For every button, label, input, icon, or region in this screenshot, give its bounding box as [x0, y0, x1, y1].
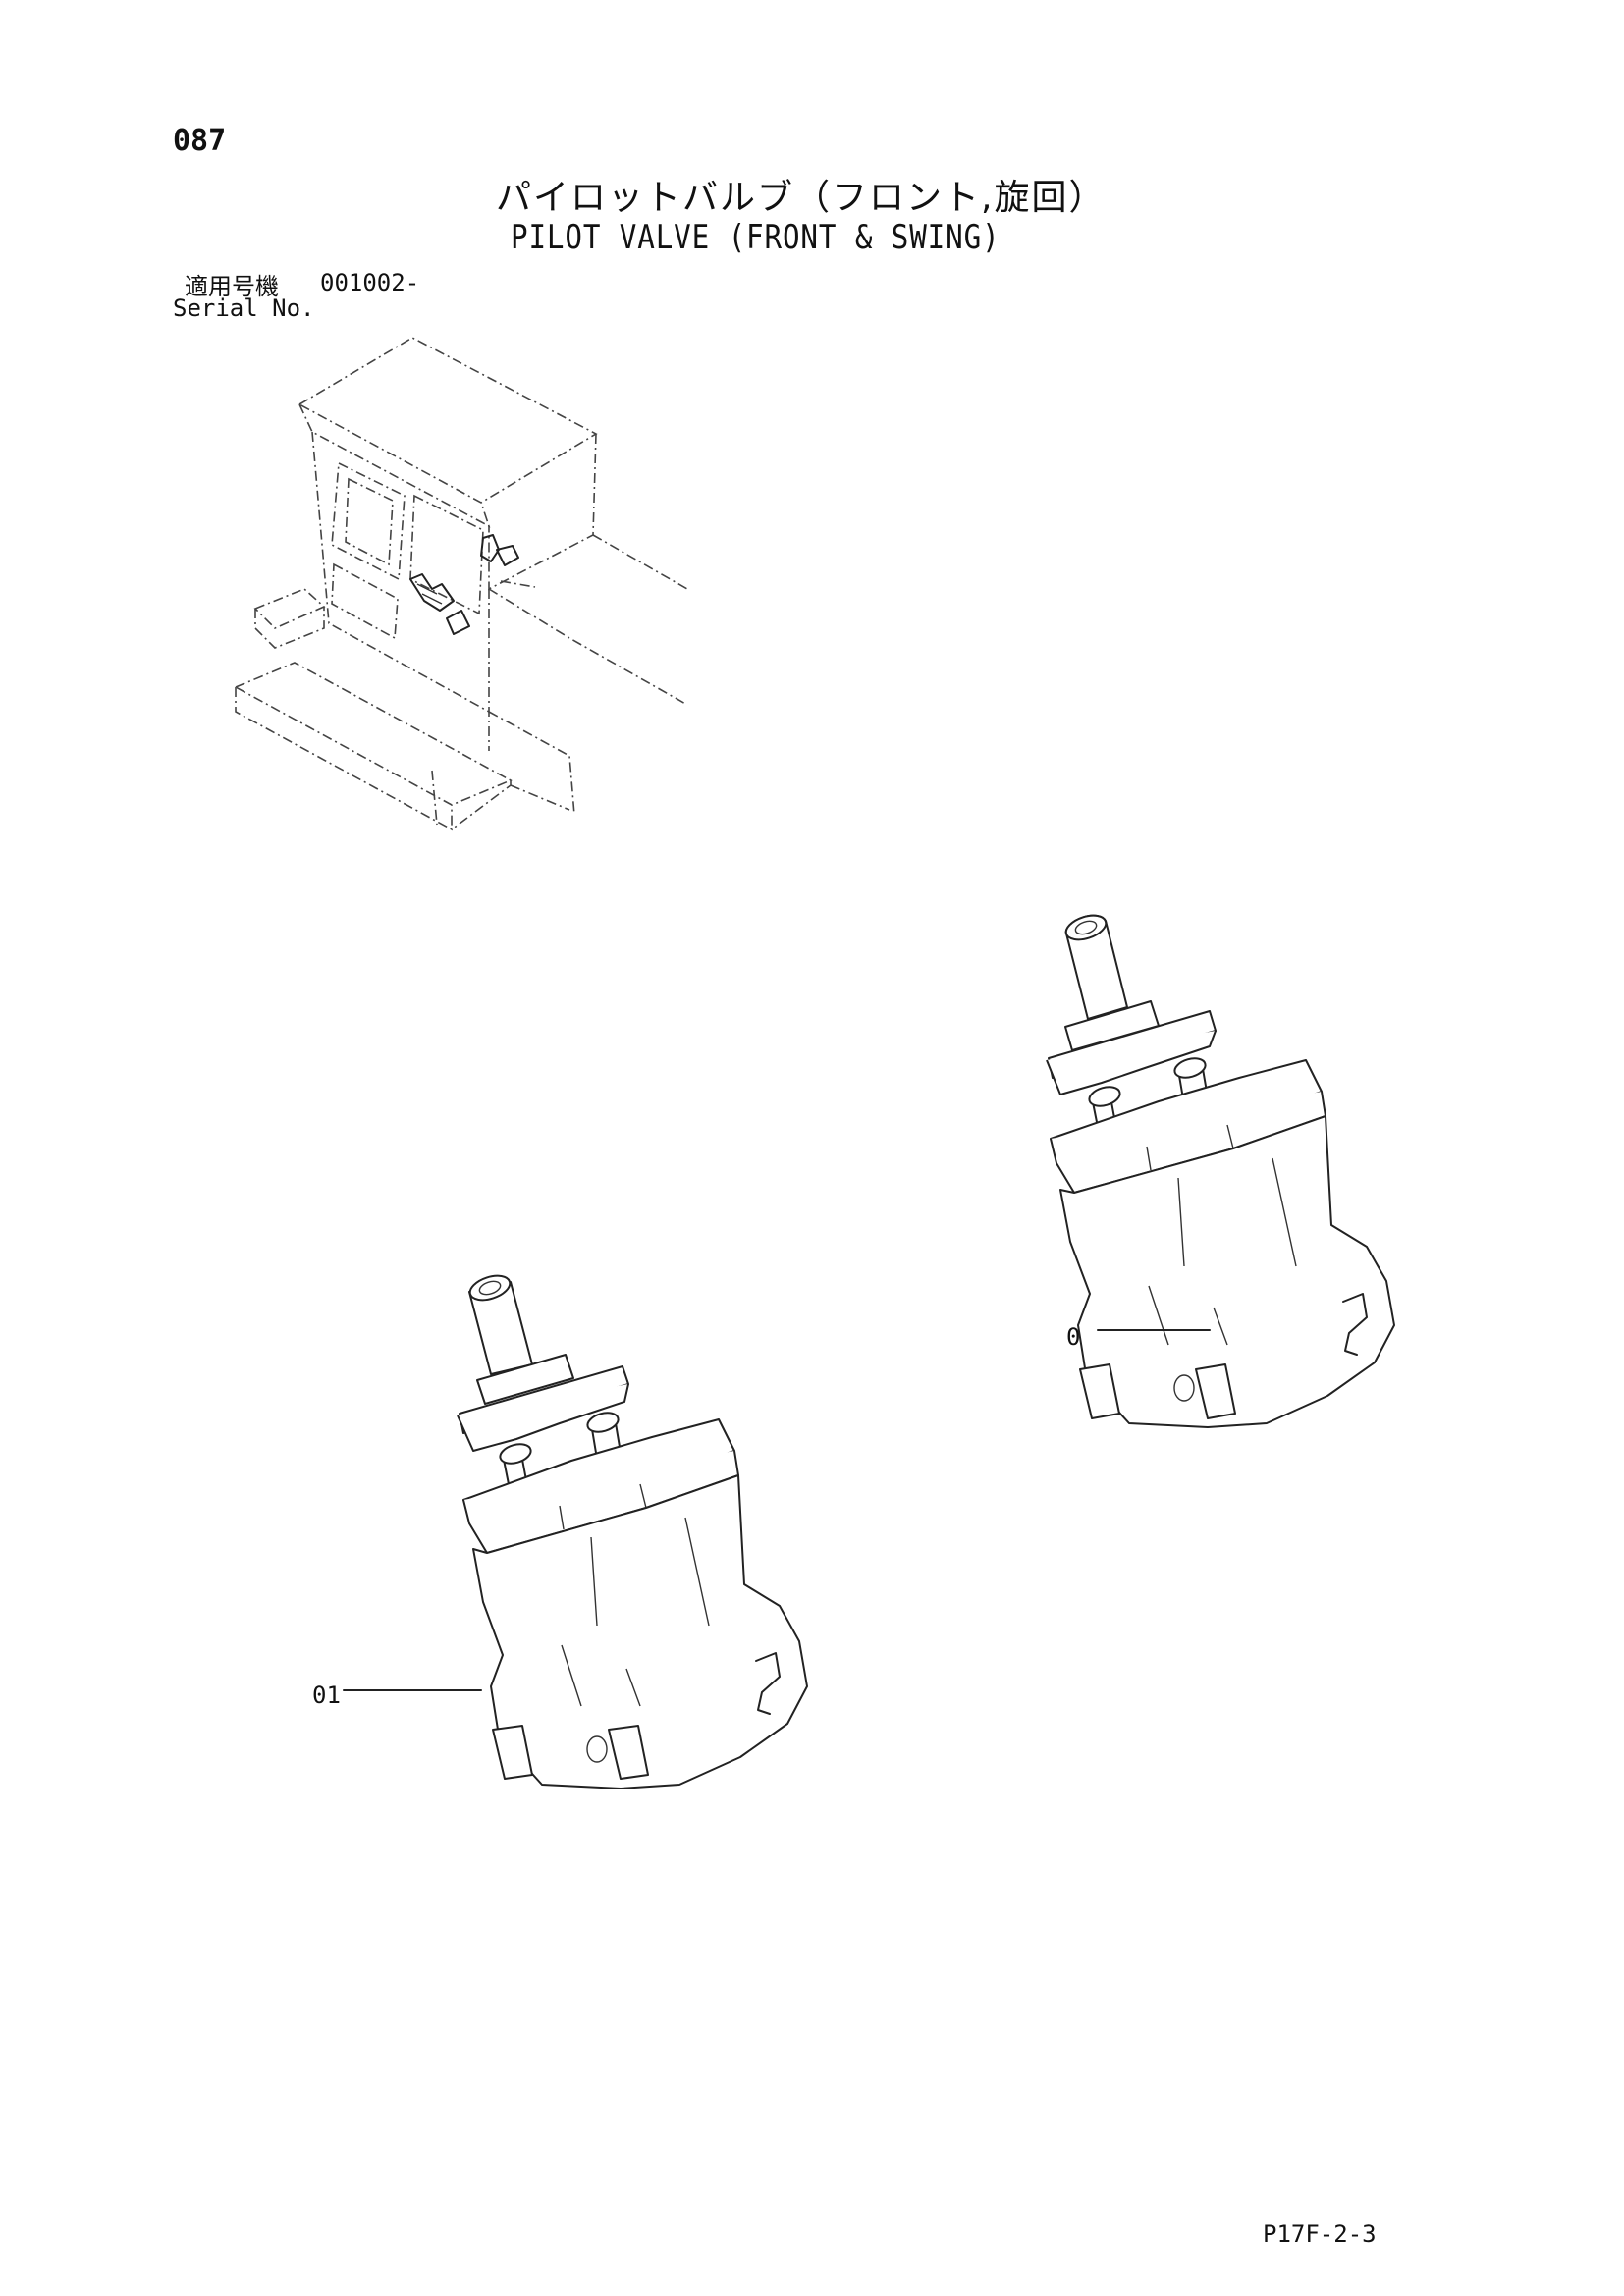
page-reference: P17F-2-3: [1263, 2220, 1377, 2248]
cab-location-drawing: [234, 337, 688, 831]
serial-value: 001002-: [320, 269, 420, 296]
page-number: 087: [173, 124, 227, 158]
pilot-valve-lower: [457, 1274, 808, 1789]
serial-label-japanese: 適用号機: [185, 273, 279, 300]
title-japanese: パイロットバルブ（フロント,旋回）: [496, 178, 1107, 218]
callout-label-lower: 01: [312, 1682, 341, 1709]
title-english: PILOT VALVE (FRONT & SWING): [511, 218, 1001, 257]
serial-label-english: Serial No.: [173, 294, 315, 322]
pilot-valve-upper: [1046, 914, 1395, 1428]
